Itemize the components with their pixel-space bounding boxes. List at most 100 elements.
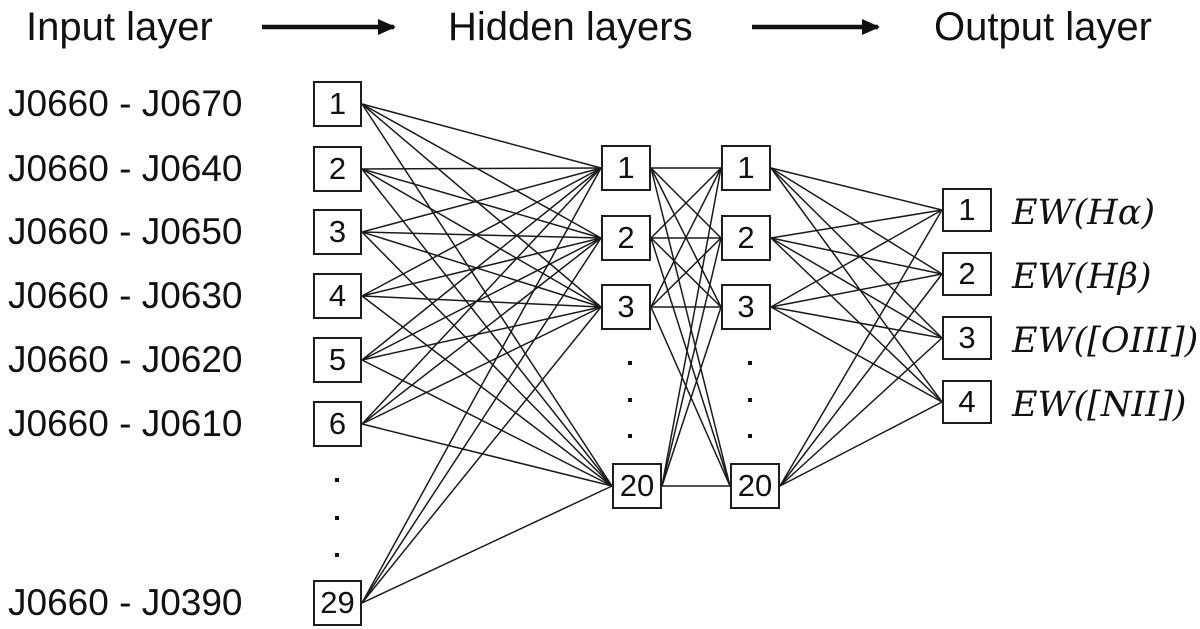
input-feature-label-29: J0660 - J0390 [8, 582, 243, 623]
edge-hidden2-1-to-output-1 [770, 167, 943, 211]
edge-input-1-to-hidden1-20 [361, 103, 613, 487]
edge-input-4-to-hidden1-2 [361, 237, 602, 297]
output-node-4: 4 [942, 380, 992, 424]
node-number: 3 [328, 214, 347, 249]
edge-hidden1-3-to-hidden2-1 [650, 167, 722, 308]
node-number: 4 [958, 384, 976, 419]
input-feature-label-4: J0660 - J0630 [8, 275, 243, 316]
hidden1-node-20: 20 [612, 463, 662, 509]
edge-input-29-to-hidden1-20 [361, 485, 613, 604]
node-number: 2 [328, 151, 347, 186]
input-node-1: 1 [313, 81, 362, 127]
edge-hidden2-20-to-output-1 [779, 209, 943, 487]
output-label-4: EW([NII]) [1012, 385, 1187, 425]
edge-input-3-to-hidden1-2 [361, 231, 602, 239]
output-node-3: 3 [942, 316, 992, 360]
edge-input-4-to-hidden1-1 [361, 167, 602, 297]
edge-hidden2-1-to-output-4 [770, 167, 943, 403]
hidden2-ellipsis-dot [748, 398, 752, 402]
output-node-1: 1 [942, 188, 992, 232]
edge-input-6-to-hidden1-1 [361, 167, 602, 425]
output-label-1: EW(Hα) [1012, 193, 1155, 233]
output-label-3: EW([OIII]) [1012, 321, 1199, 361]
node-number: 3 [617, 289, 635, 324]
node-number: 3 [958, 320, 976, 355]
edge-input-2-to-hidden1-1 [361, 167, 602, 170]
edge-input-5-to-hidden1-20 [361, 359, 613, 487]
edge-hidden2-3-to-output-2 [770, 273, 943, 308]
input-node-5: 5 [313, 337, 362, 383]
hidden1-node-3: 3 [601, 284, 651, 330]
edge-hidden2-1-to-output-2 [770, 167, 943, 275]
node-number: 2 [737, 220, 755, 255]
edge-hidden2-3-to-output-3 [770, 306, 943, 339]
edge-hidden1-3-to-hidden2-20 [650, 306, 731, 487]
node-number: 5 [328, 342, 347, 377]
output-node-2: 2 [942, 252, 992, 296]
edge-hidden2-3-to-output-1 [770, 209, 943, 308]
edge-hidden2-20-to-output-4 [779, 401, 943, 487]
input-ellipsis-dot [335, 478, 339, 482]
header-arrows [262, 19, 880, 35]
edge-hidden1-20-to-hidden2-3 [661, 306, 722, 487]
hidden2-ellipsis-dot [748, 434, 752, 438]
hidden1-ellipsis-dot [628, 434, 632, 438]
edge-input-29-to-hidden1-1 [361, 167, 602, 604]
hidden2-node-20: 20 [730, 463, 780, 509]
edge-hidden1-1-to-hidden2-20 [650, 167, 731, 487]
output-layer-heading: Output layer [934, 5, 1152, 49]
input-feature-label-6: J0660 - J0610 [8, 403, 243, 444]
edge-hidden2-20-to-output-3 [779, 337, 943, 487]
edge-input-1-to-hidden1-1 [361, 103, 602, 169]
edge-input-6-to-hidden1-3 [361, 306, 602, 425]
input-node-3: 3 [313, 209, 362, 255]
input-node-6: 6 [313, 401, 362, 447]
hidden2-node-2: 2 [721, 215, 771, 261]
edge-hidden2-2-to-output-3 [770, 237, 943, 339]
edge-hidden2-2-to-output-4 [770, 237, 943, 403]
node-number: 2 [617, 220, 635, 255]
input-node-2: 2 [313, 146, 362, 192]
input-ellipsis-dot [335, 516, 339, 520]
input-feature-label-2: J0660 - J0640 [8, 148, 243, 189]
node-number: 20 [737, 468, 773, 503]
input-feature-label-5: J0660 - J0620 [8, 339, 243, 380]
edge-input-5-to-hidden1-3 [361, 306, 602, 361]
node-number: 2 [958, 256, 976, 291]
edge-input-3-to-hidden1-3 [361, 231, 602, 308]
edge-input-5-to-hidden1-2 [361, 237, 602, 361]
hidden1-node-1: 1 [601, 145, 651, 191]
input-feature-label-1: J0660 - J0670 [8, 83, 243, 124]
input-feature-label-3: J0660 - J0650 [8, 211, 243, 252]
edge-hidden2-1-to-output-3 [770, 167, 943, 339]
edge-input-4-to-hidden1-20 [361, 295, 613, 487]
edge-hidden2-2-to-output-2 [770, 237, 943, 275]
node-number: 1 [958, 192, 976, 227]
hidden1-node-2: 2 [601, 215, 651, 261]
edge-hidden2-20-to-output-2 [779, 273, 943, 487]
edge-input-6-to-hidden1-2 [361, 237, 602, 425]
hidden-layers-heading: Hidden layers [448, 5, 693, 49]
input-layer-heading: Input layer [26, 5, 213, 49]
node-number: 1 [617, 150, 635, 185]
edge-input-1-to-hidden1-3 [361, 103, 602, 308]
hidden1-ellipsis-dot [628, 398, 632, 402]
edge-hidden2-2-to-output-1 [770, 209, 943, 239]
node-number: 4 [328, 278, 347, 313]
edge-hidden1-20-to-hidden2-1 [661, 167, 722, 487]
input-node-4: 4 [313, 273, 362, 319]
node-number: 1 [737, 150, 755, 185]
node-number: 3 [737, 289, 755, 324]
edge-hidden1-3-to-hidden2-2 [650, 237, 722, 308]
edge-input-29-to-hidden1-2 [361, 237, 602, 604]
hidden2-node-3: 3 [721, 284, 771, 330]
node-number: 29 [320, 585, 355, 620]
output-label-2: EW(Hβ) [1012, 257, 1152, 297]
node-number: 20 [619, 468, 655, 503]
node-number: 6 [328, 406, 347, 441]
input-ellipsis-dot [335, 553, 339, 557]
hidden2-ellipsis-dot [748, 361, 752, 365]
node-number: 1 [328, 86, 347, 121]
